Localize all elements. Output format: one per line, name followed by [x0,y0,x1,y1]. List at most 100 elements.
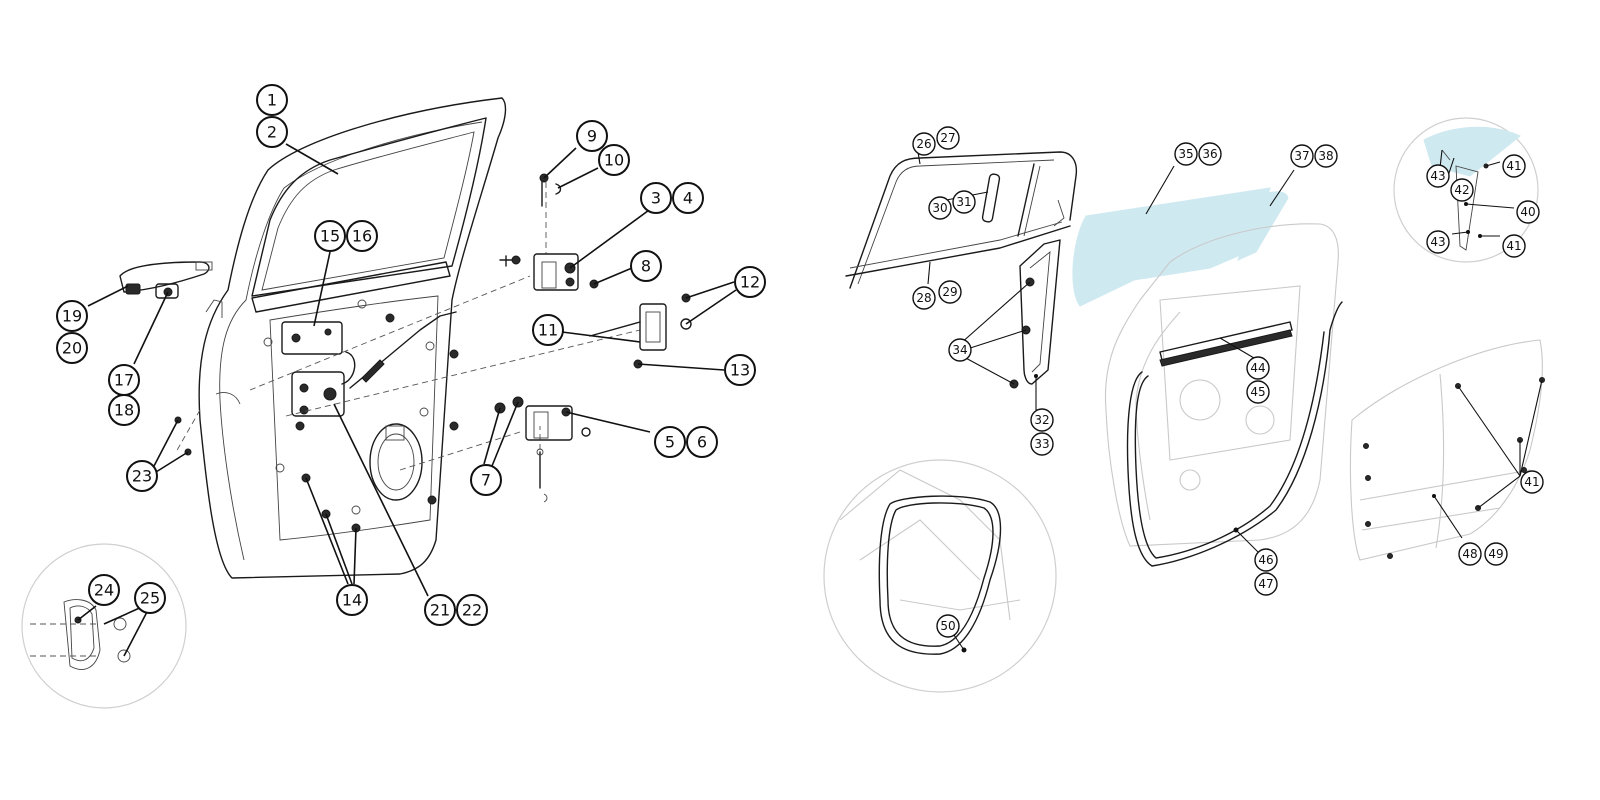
callout-3: 3 [640,182,672,214]
svg-text:16: 16 [352,227,372,246]
callout-18: 18 [108,394,140,426]
svg-text:40: 40 [1520,205,1535,219]
svg-text:33: 33 [1034,437,1049,451]
callout-14: 14 [336,584,368,616]
callout-48: 48 [1458,542,1482,566]
callout-33: 33 [1030,432,1054,456]
callout-31: 31 [952,190,976,214]
door-check-strap [589,293,692,369]
svg-text:2: 2 [267,123,277,142]
center-pillar-trim [1009,239,1061,389]
callout-32: 32 [1030,408,1054,432]
callout-40: 40 [1516,200,1540,224]
svg-text:47: 47 [1258,577,1273,591]
svg-text:13: 13 [730,361,750,380]
seal-detail [823,459,1057,693]
striker-detail [21,543,187,709]
svg-text:21: 21 [430,601,450,620]
svg-text:7: 7 [481,471,491,490]
callout-50: 50 [936,614,960,638]
svg-text:50: 50 [940,619,955,633]
callout-6: 6 [686,426,718,458]
svg-text:22: 22 [462,601,482,620]
svg-text:38: 38 [1318,149,1333,163]
svg-text:48: 48 [1462,547,1477,561]
callout-10: 10 [598,144,630,176]
callout-43-bottom: 43 [1426,230,1450,254]
svg-text:4: 4 [683,189,693,208]
callout-27: 27 [936,126,960,150]
svg-text:25: 25 [140,589,160,608]
svg-text:15: 15 [320,227,340,246]
svg-text:27: 27 [940,131,955,145]
callout-47: 47 [1254,572,1278,596]
svg-text:41: 41 [1506,239,1521,253]
svg-text:43: 43 [1430,169,1445,183]
svg-text:10: 10 [604,151,624,170]
callout-29: 29 [938,280,962,304]
svg-text:11: 11 [538,321,558,340]
svg-text:35: 35 [1178,147,1193,161]
svg-text:28: 28 [916,291,931,305]
svg-text:29: 29 [942,285,957,299]
svg-text:41: 41 [1506,159,1521,173]
callout-28: 28 [912,286,936,310]
svg-text:44: 44 [1250,361,1265,375]
svg-text:17: 17 [114,371,134,390]
svg-text:34: 34 [952,343,967,357]
door-opening-weatherstrip [1126,301,1343,567]
svg-text:18: 18 [114,401,134,420]
belt-line-weatherstrip [1159,321,1293,367]
callout-13: 13 [724,354,756,386]
svg-text:14: 14 [342,591,362,610]
callout-21: 21 [424,594,456,626]
svg-text:49: 49 [1488,547,1503,561]
callout-25: 25 [134,582,166,614]
svg-text:20: 20 [62,339,82,358]
svg-text:36: 36 [1202,147,1217,161]
callout-4: 4 [672,182,704,214]
svg-text:8: 8 [641,257,651,276]
callout-19: 19 [56,300,88,332]
callout-12: 12 [734,266,766,298]
callout-17: 17 [108,364,140,396]
svg-text:1: 1 [267,91,277,110]
callout-24: 24 [88,574,120,606]
svg-text:31: 31 [956,195,971,209]
svg-text:43: 43 [1430,235,1445,249]
svg-text:45: 45 [1250,385,1265,399]
callout-41-panel: 41 [1520,470,1544,494]
svg-text:26: 26 [916,137,931,151]
door-lock-actuator [281,311,457,417]
callout-44: 44 [1246,356,1270,380]
callout-22: 22 [456,594,488,626]
svg-text:37: 37 [1294,149,1309,163]
callout-42: 42 [1450,178,1474,202]
callout-45: 45 [1246,380,1270,404]
callout-30: 30 [928,196,952,220]
callout-5: 5 [654,426,686,458]
callout-1: 1 [256,84,288,116]
callout-8: 8 [630,250,662,282]
callout-23: 23 [126,460,158,492]
callout-36: 36 [1198,142,1222,166]
svg-text:6: 6 [697,433,707,452]
callout-26: 26 [912,132,936,156]
svg-text:41: 41 [1524,475,1539,489]
outside-door-handle [119,261,213,299]
installation-guide-lines [175,182,641,471]
svg-text:23: 23 [132,467,152,486]
svg-text:46: 46 [1258,553,1273,567]
svg-text:42: 42 [1454,183,1469,197]
svg-text:9: 9 [587,127,597,146]
callout-49: 49 [1484,542,1508,566]
callout-16: 16 [346,220,378,252]
svg-text:3: 3 [651,189,661,208]
callout-15: 15 [314,220,346,252]
svg-text:5: 5 [665,433,675,452]
callout-34: 34 [948,338,972,362]
callout-35: 35 [1174,142,1198,166]
callout-11: 11 [532,314,564,346]
svg-text:24: 24 [94,581,114,600]
